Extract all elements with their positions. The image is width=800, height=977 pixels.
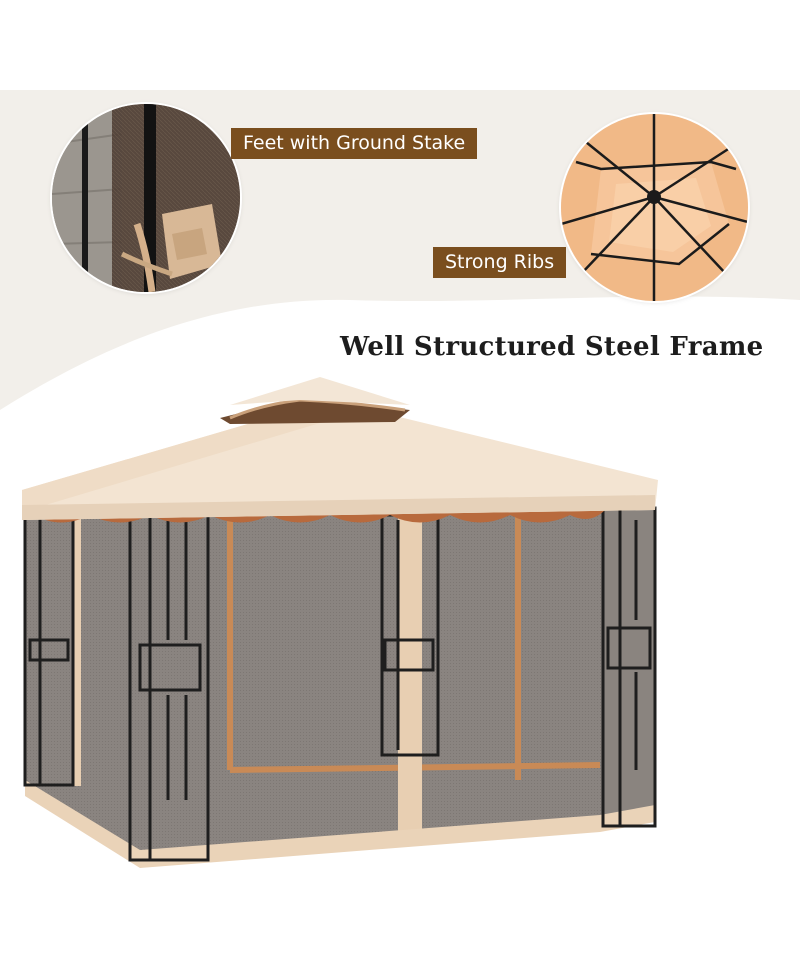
ribs-label: Strong Ribs: [433, 247, 567, 278]
feet-label: Feet with Ground Stake: [231, 128, 478, 159]
ribs-detail-photo: [561, 114, 748, 301]
headline: Well Structured Steel Frame: [340, 332, 764, 362]
